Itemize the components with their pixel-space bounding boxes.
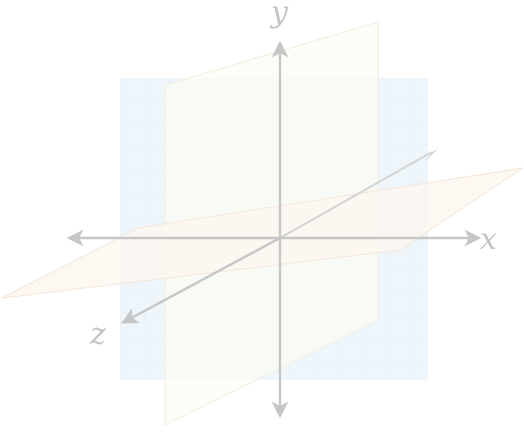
z-axis bbox=[121, 236, 281, 324]
z-axis-label: z bbox=[89, 317, 106, 352]
z-axis-back bbox=[279, 151, 433, 239]
x-axis-label: x bbox=[480, 222, 497, 257]
y-axis-label: y bbox=[269, 0, 289, 30]
z-axis-back-tip bbox=[424, 149, 438, 162]
